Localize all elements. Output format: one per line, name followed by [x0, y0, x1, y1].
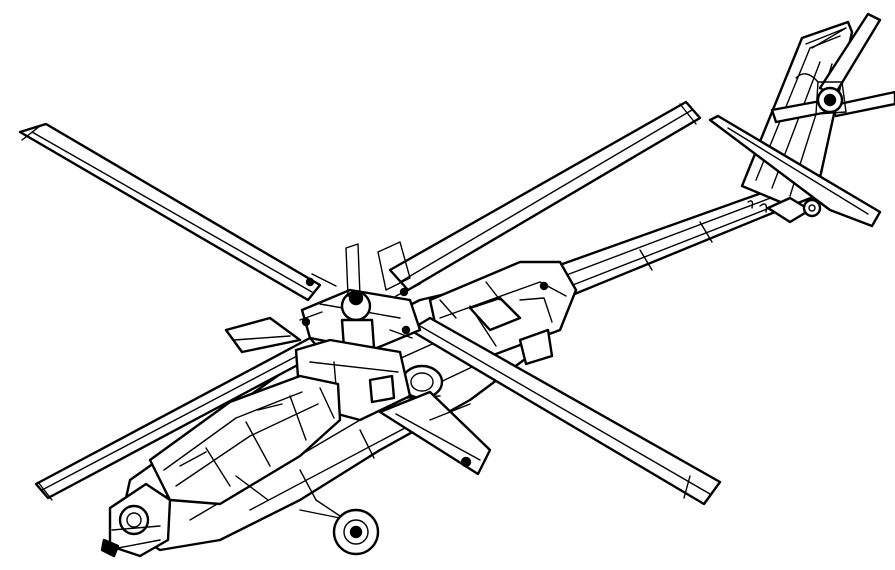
horizontal-stabilizer — [708, 114, 882, 228]
tail-wheel — [802, 198, 822, 218]
rotor-hub — [299, 241, 422, 352]
main-landing-gear — [299, 328, 554, 556]
tail-rotor — [770, 12, 895, 124]
tail-boom — [538, 188, 794, 302]
stub-wing — [378, 390, 492, 476]
main-rotor-blades — [18, 100, 722, 506]
panel-details — [235, 281, 549, 501]
left-stub-wing — [224, 316, 302, 354]
nose-sensor-turret — [100, 482, 172, 558]
cockpit-canopy — [148, 374, 342, 506]
